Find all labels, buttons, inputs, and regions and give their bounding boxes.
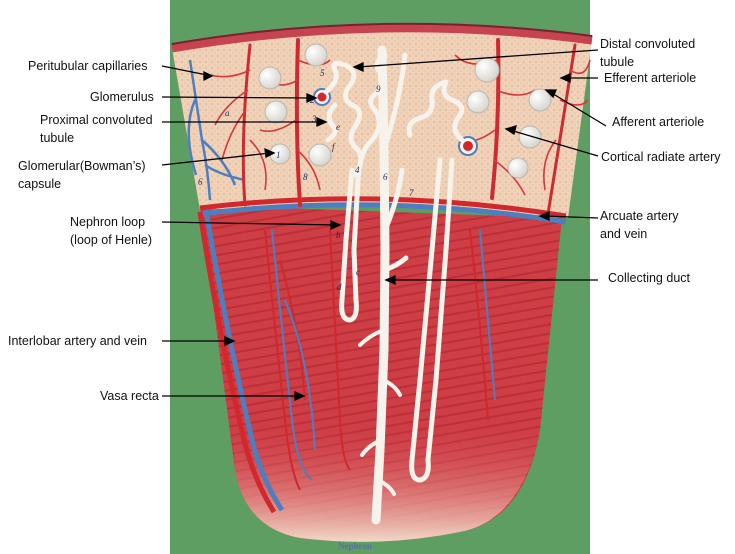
marker-b: b	[336, 230, 341, 240]
marker-a: a	[225, 108, 230, 118]
marker-d: d	[337, 282, 342, 292]
right-labels: Distal convoluted tubule Efferent arteri…	[600, 37, 721, 285]
model-plaque: Nephron	[338, 541, 372, 551]
label-bowman-line2: capsule	[18, 177, 61, 191]
label-loop-line1: Nephron loop	[70, 215, 145, 229]
marker-5: 5	[320, 68, 325, 78]
label-afferent: Afferent arteriole	[612, 115, 704, 129]
label-distal-line2: tubule	[600, 55, 634, 69]
label-distal-line1: Distal convoluted	[600, 37, 695, 51]
label-arcuate-line1: Arcuate artery	[600, 209, 679, 223]
left-labels: Peritubular capillaries Glomerulus Proxi…	[8, 59, 159, 403]
label-glomerulus: Glomerulus	[90, 90, 154, 104]
marker-7: 7	[409, 188, 414, 198]
label-loop-line2: (loop of Henle)	[70, 233, 152, 247]
marker-6b: 6	[198, 177, 203, 187]
label-arcuate-line2: and vein	[600, 227, 647, 241]
marker-4: 4	[355, 165, 360, 175]
label-cortical-radiate: Cortical radiate artery	[601, 150, 721, 164]
label-interlobar: Interlobar artery and vein	[8, 334, 147, 348]
marker-c: c	[356, 267, 360, 277]
label-bowman-line1: Glomerular(Bowman’s)	[18, 159, 146, 173]
marker-6: 6	[383, 172, 388, 182]
label-peritubular-capillaries: Peritubular capillaries	[28, 59, 148, 73]
label-vasa-recta: Vasa recta	[100, 389, 159, 403]
label-proximal-line1: Proximal convoluted	[40, 113, 153, 127]
marker-e: e	[336, 122, 340, 132]
label-collecting-duct: Collecting duct	[608, 271, 691, 285]
marker-1: 1	[276, 150, 281, 160]
marker-8: 8	[303, 172, 308, 182]
marker-9: 9	[376, 84, 381, 94]
label-efferent: Efferent arteriole	[604, 71, 696, 85]
label-proximal-line2: tubule	[40, 131, 74, 145]
